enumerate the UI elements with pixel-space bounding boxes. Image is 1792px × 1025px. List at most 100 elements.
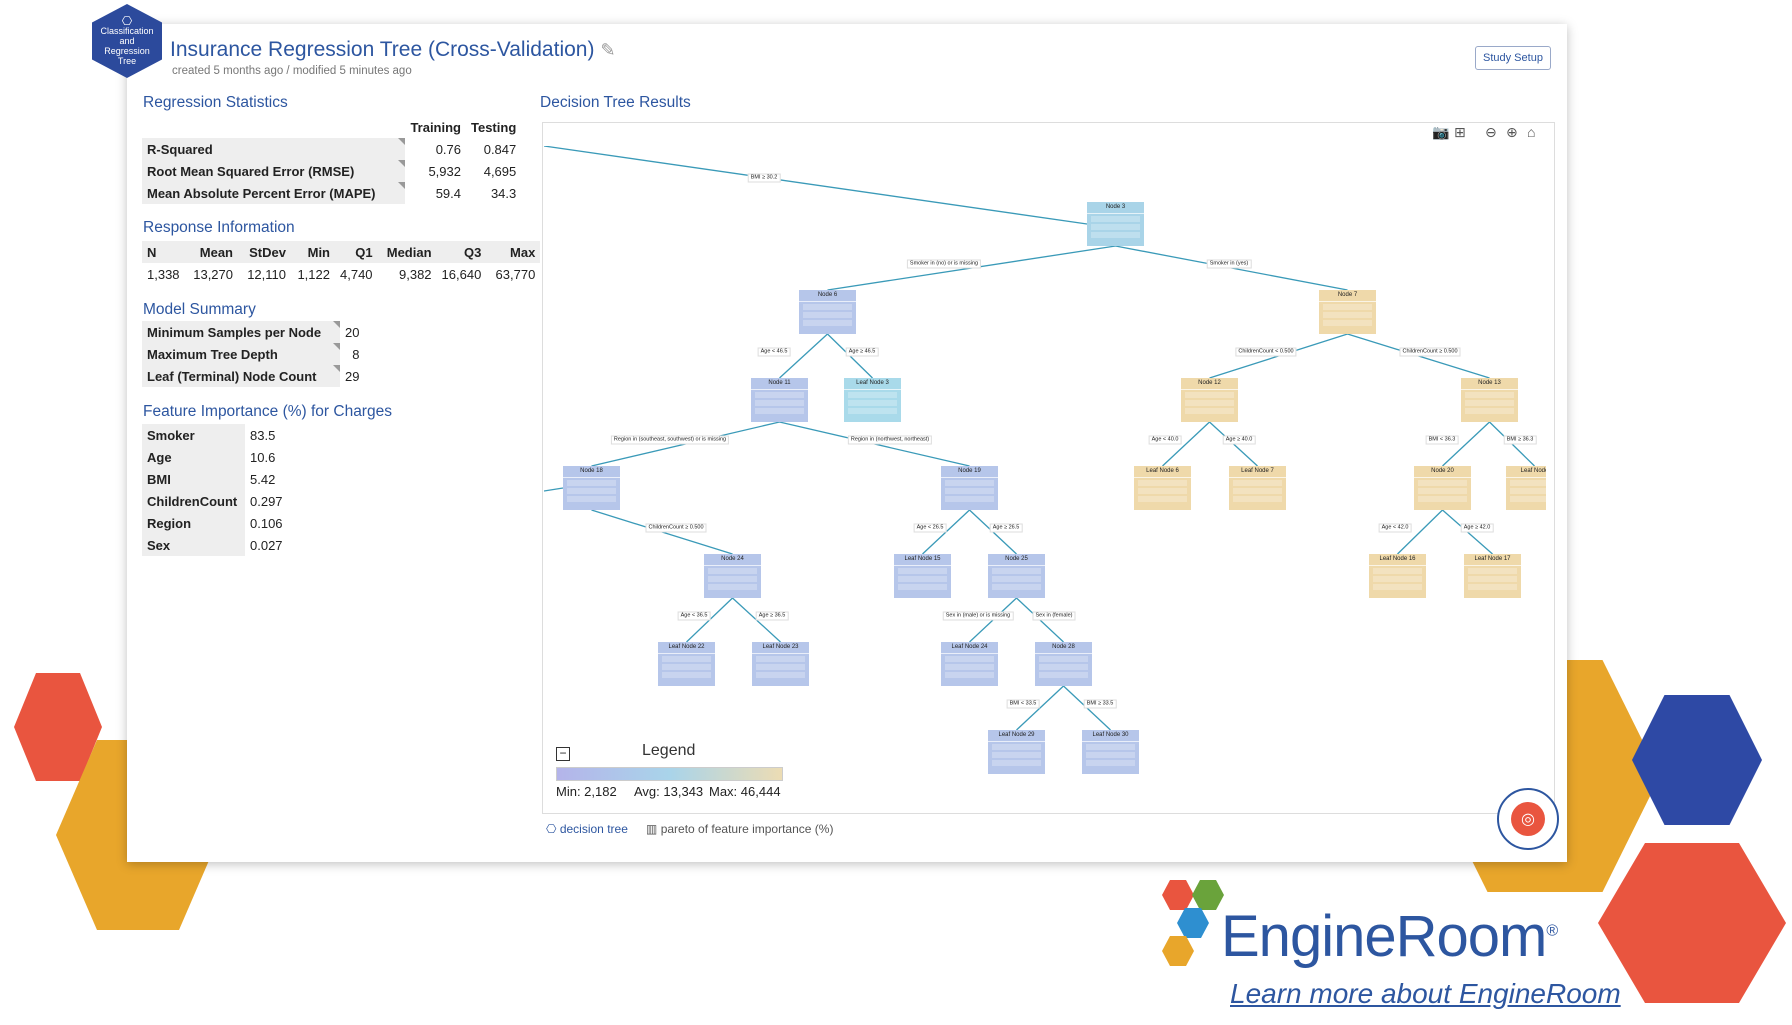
tree-node-label: Node 3: [1087, 202, 1144, 214]
tree-node[interactable]: Node 25: [988, 554, 1045, 598]
tree-edge: [1016, 685, 1064, 731]
tree-icon: ⎔: [546, 822, 557, 836]
tree-node-stats: [945, 656, 994, 662]
legend-max: Max: 46,444: [709, 784, 781, 799]
tree-node-stats: [755, 392, 804, 398]
tree-node-stats: [1465, 408, 1514, 414]
tree-node[interactable]: Leaf Node 6: [1134, 466, 1191, 510]
tree-node[interactable]: Node 18: [563, 466, 620, 510]
tree-node-stats: [1233, 488, 1282, 494]
tree-node-stats: [803, 304, 852, 310]
add-frame-icon[interactable]: ⊞: [1454, 124, 1466, 140]
tree-node-stats: [662, 656, 711, 662]
page-title[interactable]: Insurance Regression Tree (Cross-Validat…: [170, 38, 616, 61]
logo-hex-orange: [1162, 936, 1194, 966]
tree-edge-label: Age ≥ 42.0: [1460, 523, 1494, 533]
assistant-button[interactable]: ◎: [1497, 788, 1559, 850]
tree-edge-label: Region in (northwest, northeast): [847, 435, 933, 445]
tree-node-label: Leaf Node 30: [1082, 730, 1139, 742]
tab-decision-tree[interactable]: ⎔ decision tree: [546, 822, 628, 836]
tree-node-label: Node 28: [1035, 642, 1092, 654]
tree-node-stats: [708, 576, 757, 582]
tree-node[interactable]: Leaf Node 30: [1082, 730, 1139, 774]
tree-node-stats: [848, 392, 897, 398]
tree-node-label: Leaf Node 7: [1229, 466, 1286, 478]
tree-node-stats: [1418, 496, 1467, 502]
tree-node-label: Node 13: [1461, 378, 1518, 390]
tree-node-stats: [1039, 664, 1088, 670]
tree-node-stats: [1418, 480, 1467, 486]
tree-edge-label: Age < 46.5: [757, 347, 791, 357]
tree-node-stats: [567, 496, 616, 502]
tree-edge-offscreen: [544, 146, 1088, 225]
tree-node[interactable]: Node 7: [1319, 290, 1376, 334]
tree-node[interactable]: Node 3: [1087, 202, 1144, 246]
tree-node-label: Node 25: [988, 554, 1045, 566]
tree-node-stats: [848, 408, 897, 414]
tree-node[interactable]: Node 24: [704, 554, 761, 598]
pencil-icon[interactable]: ✎: [600, 40, 616, 60]
tree-node-stats: [1510, 488, 1546, 494]
tree-node[interactable]: Leaf Node 15: [894, 554, 951, 598]
tree-node[interactable]: Node 12: [1181, 378, 1238, 422]
tree-node-stats: [898, 584, 947, 590]
tree-node[interactable]: Leaf Node 24: [941, 642, 998, 686]
tree-node-label: Leaf Node 22: [658, 642, 715, 654]
feature-importance-heading: Feature Importance (%) for Charges: [143, 403, 392, 420]
badge-icon: ⎔: [121, 14, 133, 28]
tab-pareto[interactable]: ▥ pareto of feature importance (%): [646, 822, 834, 836]
glasses-icon: ◎: [1511, 802, 1545, 836]
tree-node-label: Node 20: [1414, 466, 1471, 478]
learn-more-link[interactable]: Learn more about EngineRoom: [1230, 978, 1621, 1009]
tree-node-stats: [1233, 496, 1282, 502]
zoom-in-icon[interactable]: ⊕: [1506, 124, 1518, 140]
decision-tree-heading: Decision Tree Results: [540, 94, 691, 111]
tree-node[interactable]: Node 6: [799, 290, 856, 334]
home-icon[interactable]: ⌂: [1527, 124, 1536, 140]
tree-node[interactable]: Leaf Node 16: [1369, 554, 1426, 598]
tree-node[interactable]: Leaf Node 3: [844, 378, 901, 422]
tree-node-stats: [1373, 576, 1422, 582]
camera-icon[interactable]: 📷: [1432, 124, 1450, 140]
tree-node[interactable]: Node 28: [1035, 642, 1092, 686]
legend-title: Legend: [642, 742, 696, 759]
tree-edge-label: Age < 36.5: [677, 611, 711, 621]
tree-edge-label: Age < 40.0: [1148, 435, 1182, 445]
zoom-out-icon[interactable]: ⊖: [1485, 124, 1497, 140]
tree-node-stats: [1138, 496, 1187, 502]
tree-node[interactable]: Node 19: [941, 466, 998, 510]
tree-node[interactable]: Node 11: [751, 378, 808, 422]
tree-node-stats: [992, 584, 1041, 590]
tree-node-label: Leaf Node 15: [894, 554, 951, 566]
tree-plot-area[interactable]: [542, 122, 1555, 814]
tree-node[interactable]: Node 20: [1414, 466, 1471, 510]
tree-edge-label: Smoker in (yes): [1206, 259, 1252, 269]
tree-node-stats: [1468, 576, 1517, 582]
study-setup-button[interactable]: Study Setup: [1475, 46, 1551, 70]
tree-node[interactable]: Leaf Node: [1506, 466, 1546, 510]
tree-node-stats: [1086, 760, 1135, 766]
page-subtitle: created 5 months ago / modified 5 minute…: [172, 65, 412, 77]
tree-node[interactable]: Leaf Node 7: [1229, 466, 1286, 510]
tree-edge-label: ChildrenCount ≥ 0.500: [645, 523, 707, 533]
tree-node-label: Node 11: [751, 378, 808, 390]
tree-node-stats: [1138, 488, 1187, 494]
regression-statistics-table: Training Testing R-Squared 0.76 0.847 Ro…: [142, 116, 521, 204]
tree-node-label: Node 12: [1181, 378, 1238, 390]
table-row: R-Squared 0.76 0.847: [142, 138, 521, 160]
tree-node[interactable]: Leaf Node 29: [988, 730, 1045, 774]
tree-node[interactable]: Node 13: [1461, 378, 1518, 422]
tree-node-stats: [945, 480, 994, 486]
bar-chart-icon: ▥: [646, 822, 658, 836]
tree-node[interactable]: Leaf Node 22: [658, 642, 715, 686]
logo-hex-red: [1162, 880, 1194, 910]
response-information-table: N Mean StDev Min Q1 Median Q3 Max 1,338 …: [142, 241, 541, 285]
legend-collapse-icon[interactable]: −: [556, 747, 570, 761]
tree-edge-label: BMI ≥ 33.5: [1083, 699, 1117, 709]
tree-node[interactable]: Leaf Node 23: [752, 642, 809, 686]
tree-node[interactable]: Leaf Node 17: [1464, 554, 1521, 598]
